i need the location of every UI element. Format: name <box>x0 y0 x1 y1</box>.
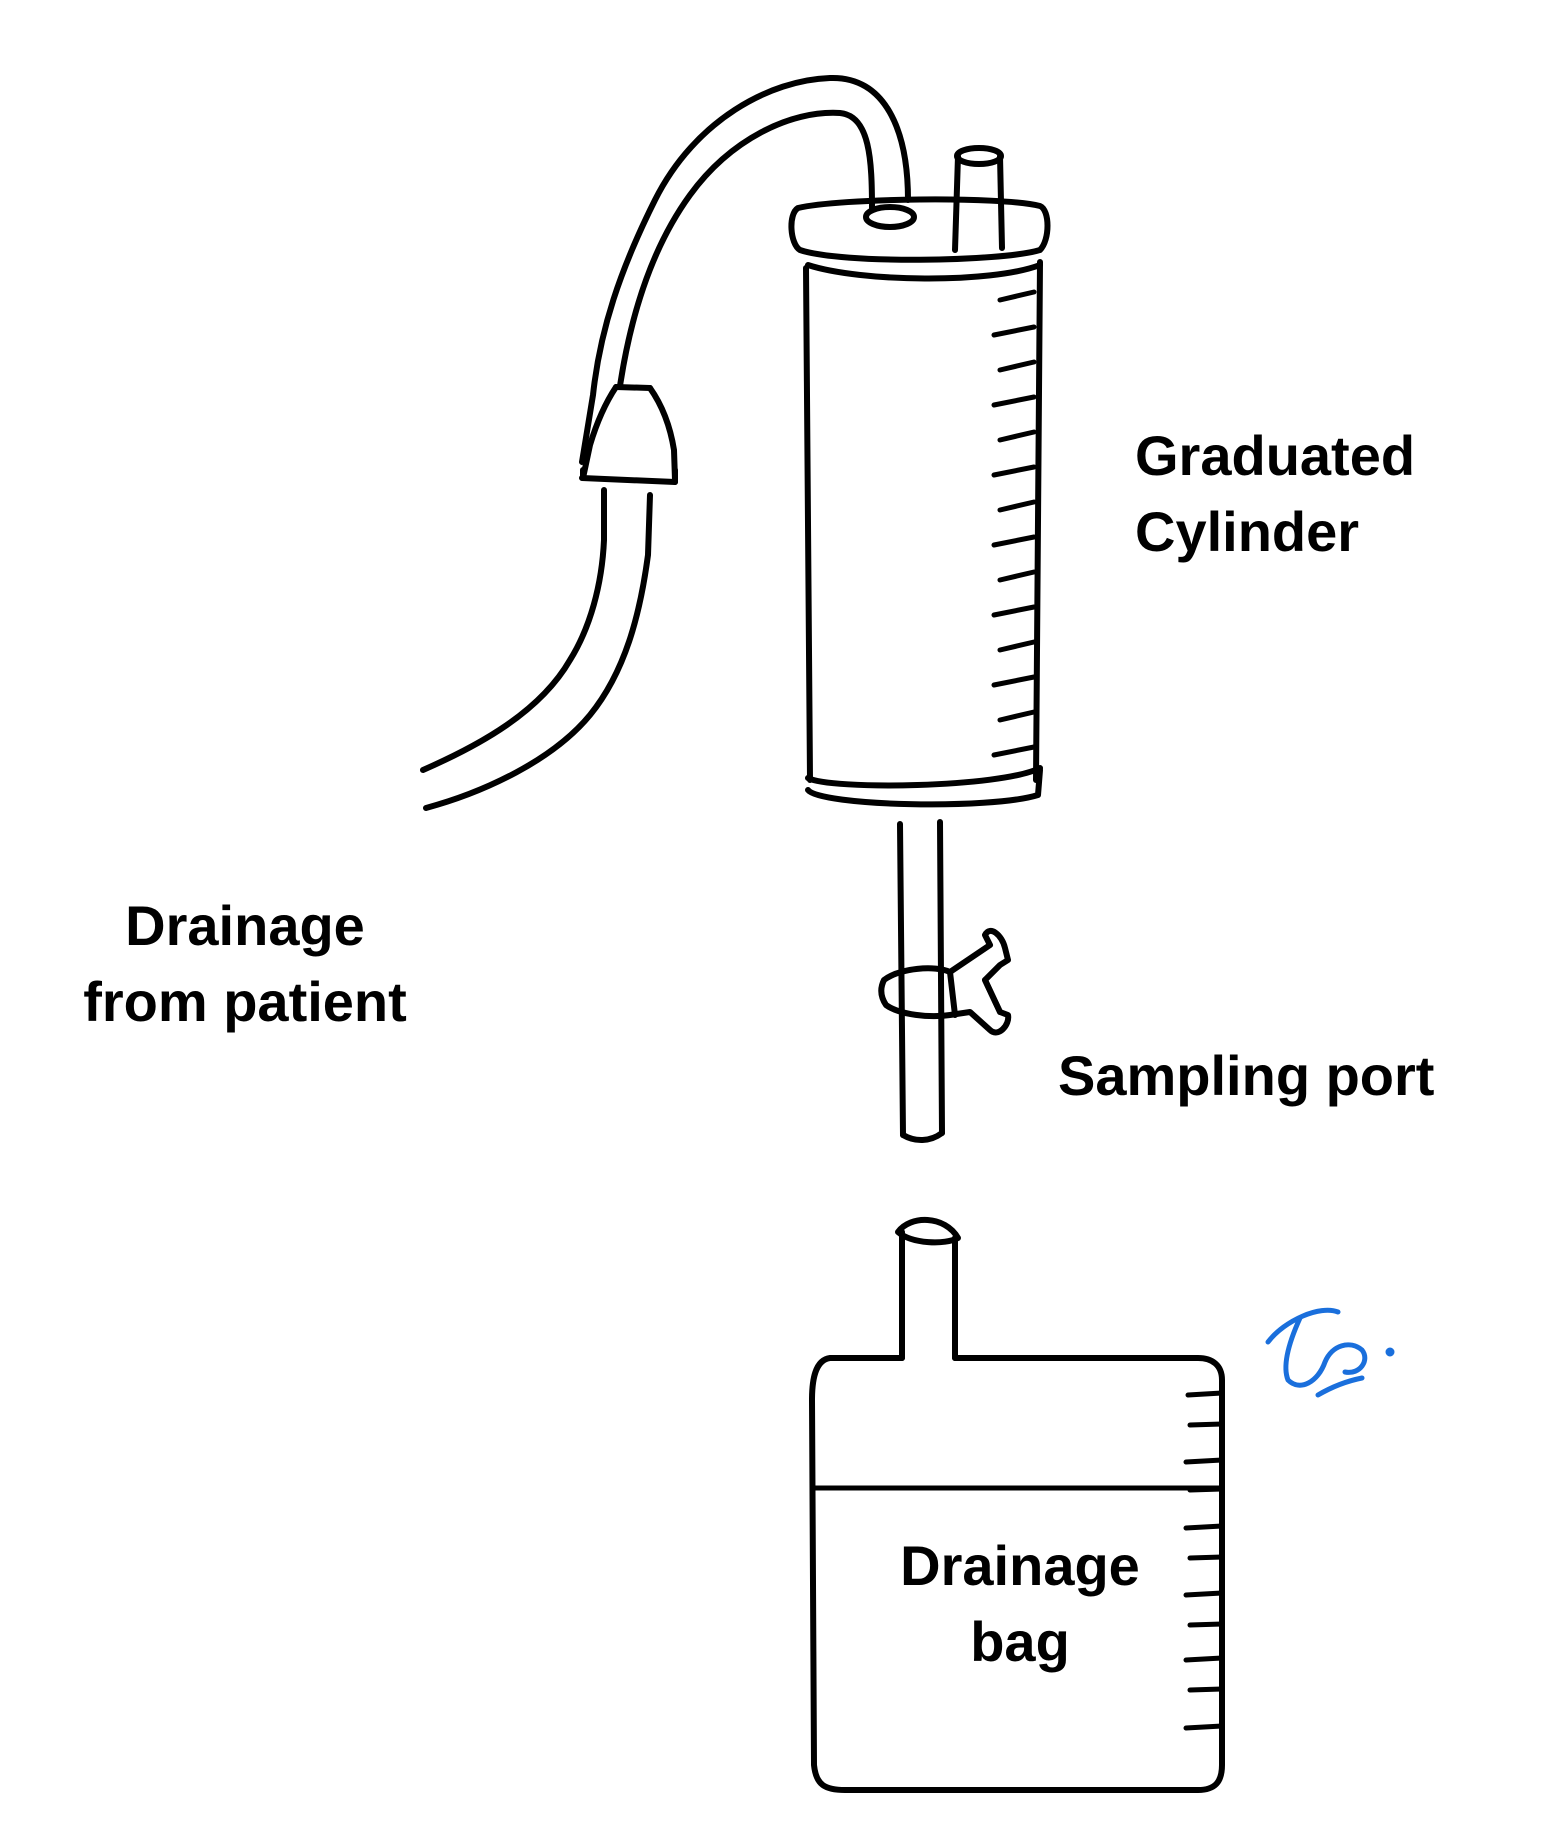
label-line: Sampling port <box>1058 1044 1435 1107</box>
label-drainage-bag: Drainage bag <box>860 1528 1180 1680</box>
label-line: Drainage <box>125 894 365 957</box>
label-line: from patient <box>83 970 407 1033</box>
outlet-tube <box>897 819 945 1143</box>
cylinder-graduations <box>991 289 1037 758</box>
label-line: Drainage <box>900 1534 1140 1597</box>
graduated-cylinder <box>788 145 1051 808</box>
bag-graduations <box>1183 1390 1225 1731</box>
label-sampling-port: Sampling port <box>1058 1038 1434 1114</box>
label-line: Graduated <box>1135 424 1416 487</box>
drainage-bag <box>809 1217 1225 1793</box>
label-line: Cylinder <box>1135 500 1360 563</box>
label-drainage-from-patient: Drainage from patient <box>60 888 430 1040</box>
drainage-tube <box>420 74 911 811</box>
label-graduated-cylinder: Graduated Cylinder <box>1135 418 1415 570</box>
sampling-port <box>878 928 1012 1036</box>
label-line: bag <box>970 1610 1070 1673</box>
signature-mark <box>1265 1307 1395 1398</box>
tube-connector <box>579 384 678 485</box>
